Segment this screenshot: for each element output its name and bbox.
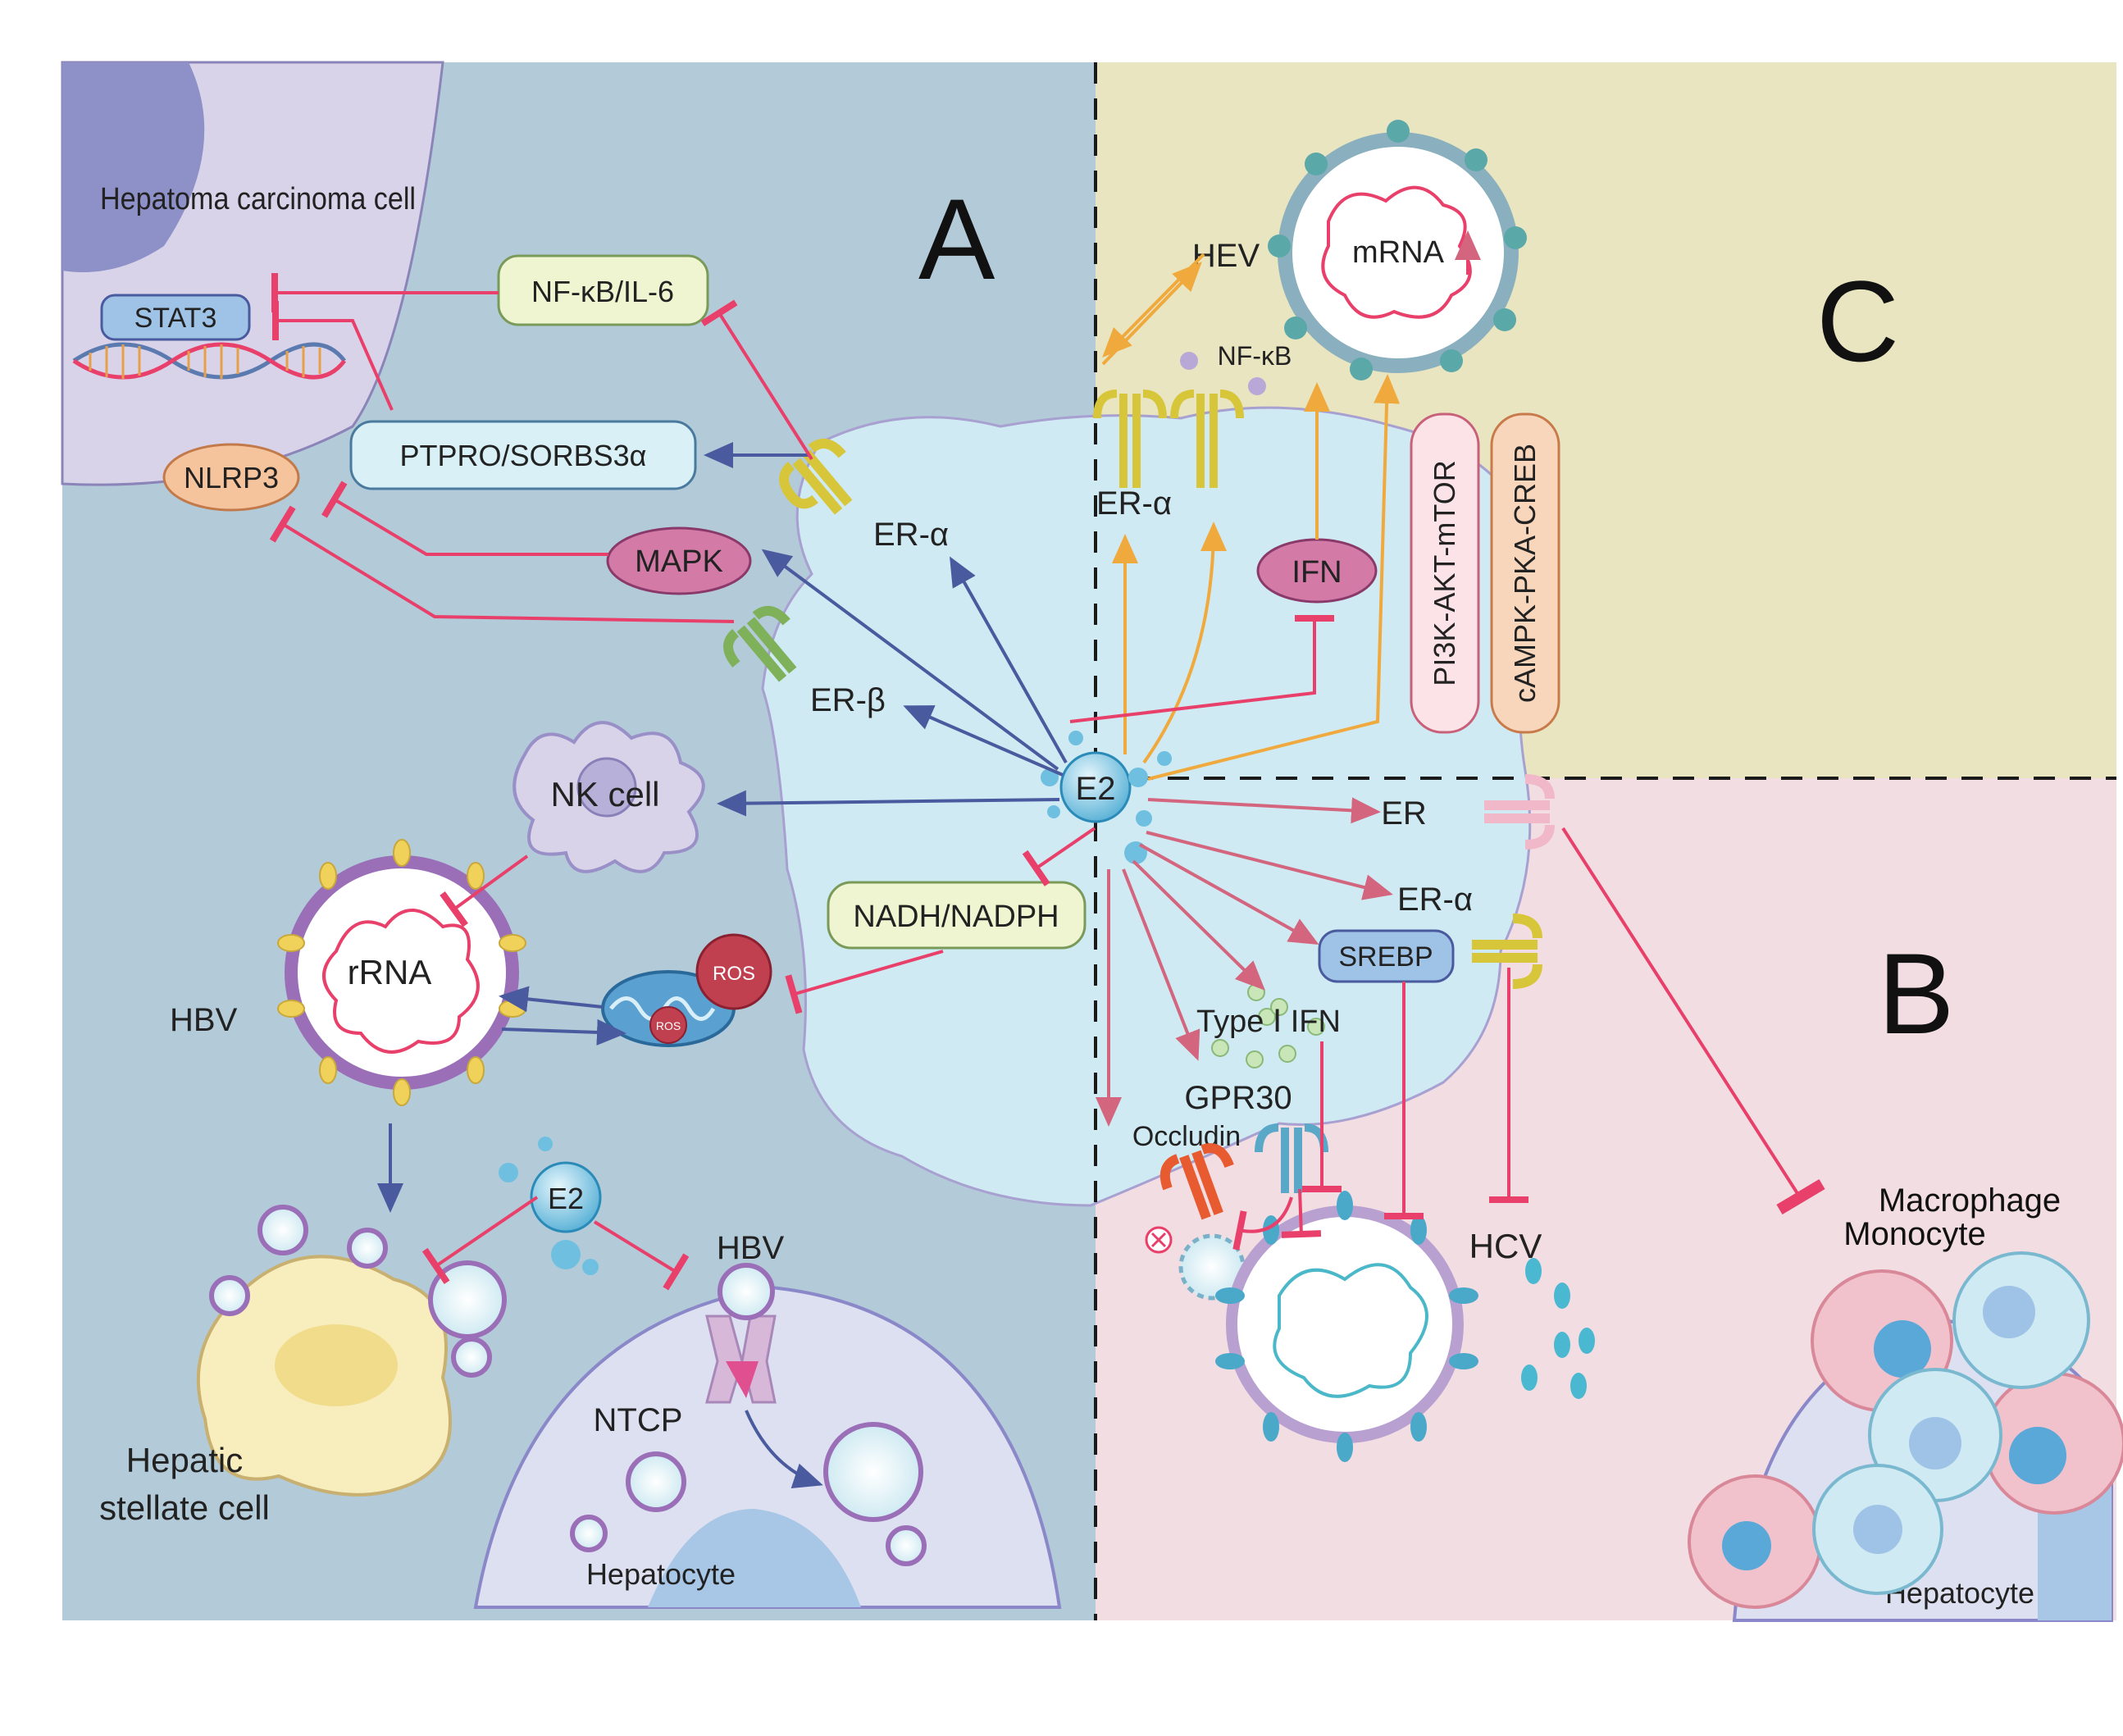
e2-lower-molecule: [530, 1161, 602, 1233]
srebp-box: [1318, 929, 1455, 983]
macrophage-inhibition-bar: [1776, 1178, 1825, 1215]
hepatic-stellate-label-1: Hepatic: [126, 1441, 243, 1479]
hepatocyte-a-nucleus: [648, 1509, 861, 1607]
panel-letter-a: A: [918, 175, 995, 303]
hcv-label: HCV: [1469, 1227, 1542, 1265]
activation-arrows-orange: [1101, 253, 1401, 781]
er-alpha-label-a: ER-α: [873, 517, 949, 553]
e2-droplets: [1041, 731, 1172, 864]
er-alpha-receptor-c2-icon: [1170, 390, 1244, 488]
hcv-virus-icon: [1215, 1191, 1478, 1462]
er-alpha-receptor-c1-icon: [1093, 390, 1167, 488]
er-alpha-receptor-b-icon: [1472, 914, 1542, 989]
camp-box: [1490, 412, 1560, 734]
er-beta-label: ER-β: [810, 682, 886, 718]
hepatoma-nucleus: [62, 62, 205, 272]
hepatoma-cell-label: Hepatoma carcinoma cell: [100, 182, 416, 216]
nadh-label: NADH/NADPH: [853, 900, 1059, 934]
central-liver-cell: [761, 406, 1543, 1207]
nfkb-particle-1: [1180, 352, 1198, 370]
e2-lower-label: E2: [548, 1182, 584, 1215]
e2-central-molecule: [1059, 751, 1132, 823]
er-alpha-c-label: ER-α: [1096, 485, 1172, 522]
rrna-label: rRNA: [348, 953, 432, 991]
nk-cell-icon: [513, 721, 705, 873]
ros-large-label: ROS: [713, 963, 755, 985]
srebp-label: SREBP: [1338, 941, 1433, 973]
pi3k-box: [1410, 412, 1480, 734]
panel-letter-c: C: [1816, 257, 1899, 385]
stat3-box: [100, 294, 251, 341]
macrophage-label: Macrophage: [1879, 1182, 2061, 1219]
mrna-label: mRNA: [1352, 235, 1445, 270]
occludin-label: Occludin: [1132, 1121, 1241, 1152]
activation-arrows-blue: [377, 442, 1068, 1489]
hepatocyte-a-label: Hepatocyte: [586, 1557, 736, 1591]
stellate-nucleus: [275, 1324, 398, 1406]
pi3k-label: PI3K-AKT-mTOR: [1428, 460, 1461, 686]
type-i-ifn-particles: [1211, 983, 1325, 1068]
hev-virus-icon: [1268, 120, 1527, 380]
hbv-label-lower: HBV: [717, 1230, 785, 1266]
ifn-label: IFN: [1292, 555, 1342, 590]
nfkb-particle-2: [1248, 377, 1266, 395]
hbv-label-left: HBV: [170, 1002, 238, 1038]
nfkb-c-label: NF-κB: [1218, 341, 1292, 371]
mapk-label: MAPK: [635, 544, 723, 579]
ros-small-icon: [649, 1006, 687, 1044]
ros-small-label: ROS: [656, 1019, 681, 1032]
monocyte-label: Monocyte: [1843, 1216, 1985, 1252]
nfkb-il6-box: [497, 254, 709, 326]
mapk-oval: [606, 526, 752, 595]
ptpro-label: PTPRO/SORBS3α: [400, 439, 647, 472]
hepatic-stellate-label-2: stellate cell: [99, 1488, 270, 1527]
activation-arrows-pink: [1096, 797, 1393, 1127]
ptpro-box: [349, 420, 697, 490]
er-alpha-b-label: ER-α: [1397, 882, 1473, 918]
hbv-particles-stellate: [209, 1205, 507, 1378]
er-beta-receptor-icon: [723, 605, 797, 682]
e2-central-label: E2: [1076, 771, 1116, 807]
er-receptor-b-icon: [1484, 774, 1555, 850]
hbv-particles-hepatocyte: [570, 1263, 927, 1566]
er-b-label: ER: [1381, 795, 1427, 832]
nk-cell-label: NK cell: [550, 775, 659, 813]
nfkb-il6-label: NF-κB/IL-6: [531, 275, 674, 308]
gpr30-receptor-icon: [1255, 1123, 1328, 1193]
camp-label: cAMPK-PKA-CREB: [1508, 444, 1542, 703]
ntcp-channel-icon: [705, 1315, 777, 1404]
dna-helix-icon: [72, 342, 346, 380]
ntcp-label: NTCP: [594, 1402, 683, 1438]
inhibition-lines: [269, 273, 1802, 1291]
stat3-label: STAT3: [134, 303, 217, 334]
nlrp3-label: NLRP3: [184, 461, 279, 494]
er-alpha-receptor-a-icon: [779, 438, 853, 515]
hcv-small-blocked-icon: [1145, 1226, 1246, 1301]
monocyte-cells: [1812, 1251, 2090, 1595]
nadh-box: [827, 881, 1087, 950]
panel-letter-b: B: [1878, 929, 1954, 1058]
ros-large-icon: [695, 933, 772, 1010]
type-i-ifn-label: Type Ⅰ IFN: [1196, 1005, 1341, 1039]
hcv-free-particles: [1521, 1258, 1595, 1399]
gpr30-label: GPR30: [1184, 1080, 1292, 1116]
nlrp3-oval: [162, 443, 300, 512]
occludin-receptor-icon: [1159, 1143, 1234, 1220]
e2-lower-droplets: [499, 1137, 599, 1275]
